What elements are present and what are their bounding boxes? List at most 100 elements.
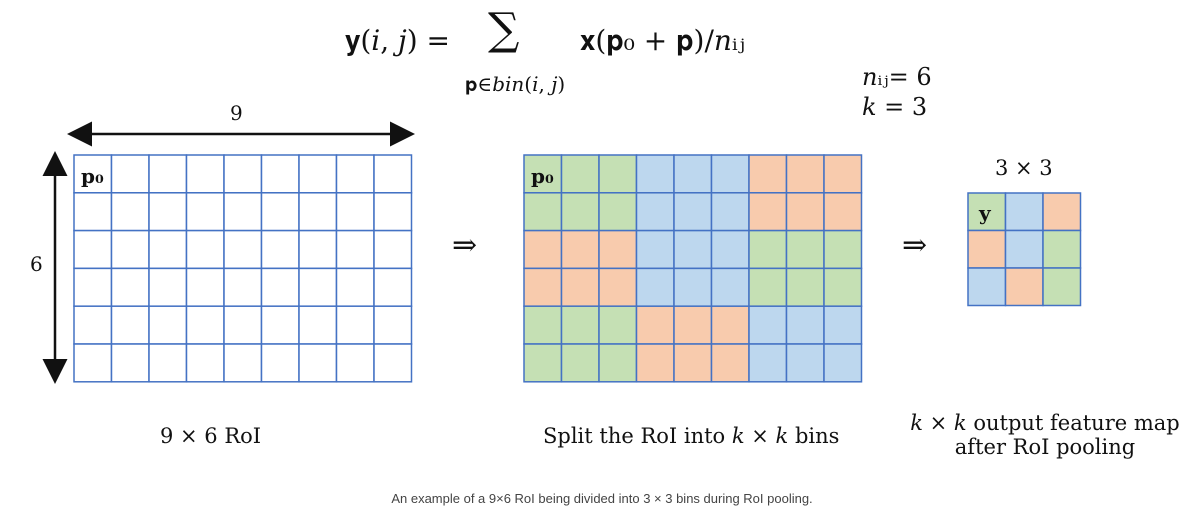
roi-cell: [110, 305, 150, 345]
output-caption-line2: after RoI pooling: [954, 435, 1136, 459]
output-cell-label: 𝐲: [979, 201, 991, 225]
bin-cell: [785, 343, 825, 383]
bin-cell: [523, 192, 563, 232]
roi-cell: [73, 192, 113, 232]
bin-cell: [523, 305, 563, 345]
bin-cell: [785, 305, 825, 345]
figure-caption: An example of a 9×6 RoI being divided in…: [391, 491, 813, 506]
roi-cell: [110, 154, 150, 194]
param-k: 𝑘 = 3: [862, 93, 928, 121]
output-cell: [967, 267, 1007, 307]
roi-cell: [298, 154, 338, 194]
bin-cell: [710, 343, 750, 383]
parameters: 𝑛ᵢⱼ= 6 𝑘 = 3: [862, 62, 932, 122]
roi-cell: [373, 229, 413, 270]
roi-cell: [148, 192, 188, 232]
roi-cell: [260, 229, 300, 270]
bin-cell: [673, 154, 713, 194]
bin-cell: [523, 267, 563, 307]
roi-cell: [335, 192, 375, 232]
roi-cell: [335, 229, 375, 270]
bin-cell: [635, 192, 675, 232]
bin-cell: [748, 267, 788, 307]
bin-cell: [710, 192, 750, 232]
roi-cell: [298, 192, 338, 232]
output-caption: 𝑘 × 𝑘 output feature map after RoI pooli…: [910, 411, 1180, 459]
roi-cell: [185, 229, 225, 270]
bin-cell: [673, 229, 713, 270]
roi-cell: [73, 305, 113, 345]
roi-cell: [223, 343, 263, 383]
roi-cell: [148, 305, 188, 345]
roi-cell: [73, 229, 113, 270]
roi-cell: [373, 192, 413, 232]
pooling-formula: 𝐲(𝑖, 𝑗) = ∑ 𝐱(𝐩₀ + 𝐩)/𝑛ᵢⱼ 𝐩∈𝑏𝑖𝑛(𝑖, 𝑗): [345, 8, 805, 98]
roi-cell: [185, 154, 225, 194]
roi-cell: [298, 343, 338, 383]
roi-cell: [73, 267, 113, 307]
bin-cell: [560, 305, 600, 345]
bin-cell: [710, 154, 750, 194]
roi-cell: [260, 267, 300, 307]
bin-cell: [748, 229, 788, 270]
bin-cell: [823, 229, 863, 270]
bin-cell: [673, 343, 713, 383]
output-cell: [1042, 267, 1082, 307]
roi-cell: [260, 305, 300, 345]
implies-arrow-1: ⇒: [452, 228, 478, 263]
bin-cell: [560, 154, 600, 194]
output-caption-line1: 𝑘 × 𝑘 output feature map: [910, 411, 1180, 435]
roi-cell: [110, 343, 150, 383]
formula-lhs: 𝐲(𝑖, 𝑗) =: [345, 24, 451, 57]
bin-cell: [748, 305, 788, 345]
roi-cell: [373, 305, 413, 345]
roi-cell: [335, 343, 375, 383]
bin-cell: [635, 229, 675, 270]
roi-cell: [298, 305, 338, 345]
roi-cell: [335, 154, 375, 194]
roi-cell: [148, 154, 188, 194]
bin-cell: [560, 192, 600, 232]
roi-cell: [185, 343, 225, 383]
bin-cell: [673, 192, 713, 232]
roi-cell: [335, 267, 375, 307]
bin-cell: [823, 267, 863, 307]
output-cell: [1004, 192, 1044, 232]
roi-cell: [373, 343, 413, 383]
roi-cell: [73, 343, 113, 383]
roi-cell: [185, 192, 225, 232]
bin-cell: [823, 305, 863, 345]
bin-cell: [598, 192, 638, 232]
bin-cell: [748, 154, 788, 194]
output-cell: [1042, 192, 1082, 232]
output-grid-title: 3 × 3: [995, 156, 1053, 180]
output-cell: [1004, 229, 1044, 269]
roi-caption: 9 × 6 RoI: [160, 424, 262, 448]
bin-cell: [598, 267, 638, 307]
bin-cell: [560, 267, 600, 307]
formula-sum-index: 𝐩∈𝑏𝑖𝑛(𝑖, 𝑗): [465, 72, 566, 96]
output-cell: [967, 229, 1007, 269]
bin-cell: [785, 154, 825, 194]
roi-cell: [185, 267, 225, 307]
bin-cell: [598, 229, 638, 270]
bin-cell: [560, 229, 600, 270]
roi-origin-label: 𝐩₀: [81, 164, 104, 188]
roi-cell: [373, 267, 413, 307]
output-cell: [1004, 267, 1044, 307]
bin-cell: [635, 267, 675, 307]
param-nij: 𝑛ᵢⱼ= 6: [862, 63, 932, 91]
output-cell: [1042, 229, 1082, 269]
roi-cell: [110, 192, 150, 232]
bin-cell: [598, 343, 638, 383]
bins-origin-label: 𝐩₀: [531, 164, 554, 188]
bin-cell: [523, 229, 563, 270]
formula-rhs: 𝐱(𝐩₀ + 𝐩)/𝑛ᵢⱼ: [580, 24, 745, 57]
bin-cell: [823, 343, 863, 383]
bin-cell: [635, 343, 675, 383]
roi-cell: [223, 229, 263, 270]
roi-cell: [110, 229, 150, 270]
bin-cell: [748, 192, 788, 232]
bin-cell: [635, 154, 675, 194]
bin-cell: [673, 305, 713, 345]
